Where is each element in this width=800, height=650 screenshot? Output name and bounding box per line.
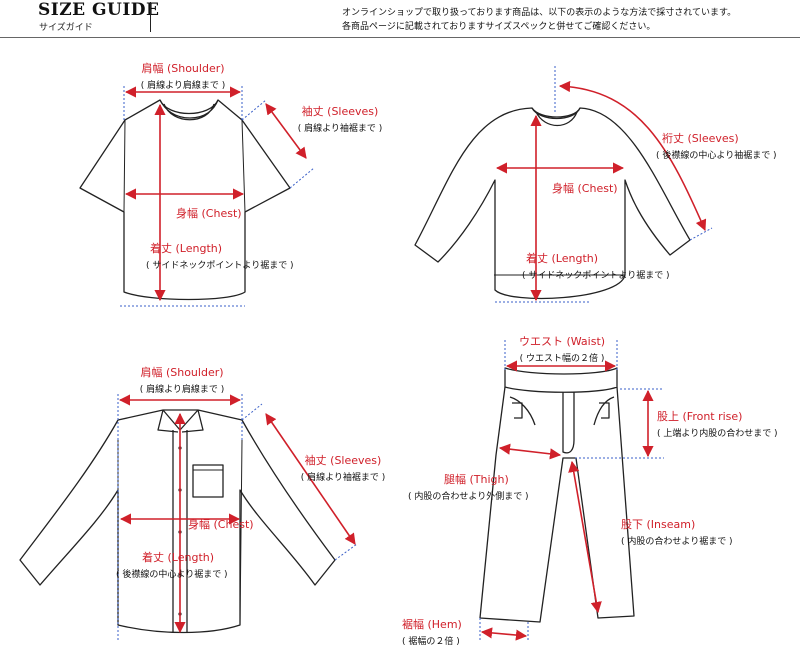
page-title: SIZE GUIDE <box>38 0 160 20</box>
pants-waist-desc: ( ウエスト幅の２倍 ) <box>519 354 605 364</box>
tshirt-figure <box>79 99 291 301</box>
sweat-sleeve-arrow <box>558 80 707 232</box>
tshirt-sleeves-desc: ( 肩線より袖裾まで ) <box>297 124 383 134</box>
shirt-guides <box>117 394 358 640</box>
pants-hem-text: 裾幅 (Hem) <box>402 618 462 631</box>
pants-guides <box>479 340 664 640</box>
pants-figure <box>479 367 635 623</box>
tshirt-outline <box>79 99 291 301</box>
sweat-chest-text: 身幅 (Chest) <box>552 182 618 195</box>
sweat-arrows <box>495 80 707 302</box>
pants-hem-arrow <box>480 627 528 641</box>
pants-inseam-text: 股下 (Inseam) <box>621 518 696 531</box>
sweat-length-desc: ( サイドネックポイントより裾まで ) <box>522 271 670 281</box>
shirt-outline <box>19 409 336 634</box>
sweat-sleeves-desc: ( 後襟線の中心より袖裾まで ) <box>656 151 777 161</box>
tshirt-chest-text: 身幅 (Chest) <box>176 207 242 220</box>
sweat-collar <box>531 107 581 126</box>
pants-rise-desc: ( 上端より内股の合わせまで ) <box>657 429 778 439</box>
pants-pocket-left <box>509 396 536 426</box>
shirt-figure <box>19 409 336 634</box>
shirt-sleeves-text: 袖丈 (Sleeves) <box>304 454 382 467</box>
tshirt-shoulder-text: 肩幅 (Shoulder) <box>141 62 225 75</box>
shirt-length-desc: ( 後襟線の中心より裾まで ) <box>116 570 228 580</box>
shirt-length-label: 着丈 (Length) ( 後襟線の中心より裾まで ) <box>116 549 228 580</box>
shirt-placket <box>172 430 188 632</box>
pants-thigh-label: 腿幅 (Thigh) ( 内股の合わせより外側まで ) <box>408 471 529 502</box>
pants-thigh-arrow <box>498 443 562 460</box>
shirt-sleeve-arrow <box>265 413 356 545</box>
shirt-shoulder-desc: ( 肩線より肩線まで ) <box>139 385 225 395</box>
sweat-length-text: 着丈 (Length) <box>526 252 599 265</box>
page-subtitle: サイズガイド <box>39 23 93 33</box>
sweat-length-label: 着丈 (Length) ( サイドネックポイントより裾まで ) <box>522 250 670 281</box>
sweat-sleeves-text: 裄丈 (Sleeves) <box>662 132 739 145</box>
header: SIZE GUIDE サイズガイド オンラインショップで取り扱っております商品は… <box>0 0 800 38</box>
pants-inseam-desc: ( 内股の合わせより裾まで ) <box>621 537 733 547</box>
pants-arrows <box>480 360 654 641</box>
shirt-sleeves-desc: ( 肩線より袖裾まで ) <box>300 473 386 483</box>
pants-rise-text: 股上 (Front rise) <box>657 410 743 423</box>
pants-inseam-label: 股下 (Inseam) ( 内股の合わせより裾まで ) <box>621 516 733 547</box>
header-divider <box>150 2 151 32</box>
header-rule <box>0 37 800 38</box>
shirt-pocket <box>192 464 224 498</box>
shirt-chest-text: 身幅 (Chest) <box>188 518 254 531</box>
sweat-sleeves-label: 裄丈 (Sleeves) ( 後襟線の中心より袖裾まで ) <box>656 130 777 161</box>
shirt-length-text: 着丈 (Length) <box>142 551 215 564</box>
shirt-chest-label: 身幅 (Chest) <box>188 516 254 532</box>
pants-rise-label: 股上 (Front rise) ( 上端より内股の合わせまで ) <box>657 408 778 439</box>
tshirt-length-text: 着丈 (Length) <box>150 242 223 255</box>
shirt-shoulder-label: 肩幅 (Shoulder) ( 肩線より肩線まで ) <box>140 364 225 395</box>
shirt-sleeves-label: 袖丈 (Sleeves) ( 肩線より袖裾まで ) <box>301 452 386 483</box>
sweat-chest-label: 身幅 (Chest) <box>552 180 618 196</box>
header-note-line1: オンラインショップで取り扱っております商品は、以下の表示のような方法で採寸されて… <box>342 8 737 18</box>
shirt-shoulder-text: 肩幅 (Shoulder) <box>140 366 224 379</box>
pants-hem-label: 裾幅 (Hem) ( 裾幅の２倍 ) <box>402 616 462 647</box>
pants-fly <box>562 392 575 454</box>
pants-pocket-right <box>593 396 615 426</box>
pants-thigh-text: 腿幅 (Thigh) <box>444 473 509 486</box>
header-note-line2: 各商品ページに記載されておりますサイズスペックと併せてご確認ください。 <box>342 22 656 32</box>
tshirt-arrows <box>124 86 307 302</box>
pants-waistband <box>504 367 618 393</box>
tshirt-sleeve-arrow <box>265 103 307 159</box>
pants-waist-label: ウエスト (Waist) ( ウエスト幅の２倍 ) <box>519 333 605 364</box>
tshirt-length-label: 着丈 (Length) ( サイドネックポイントより裾まで ) <box>146 240 294 271</box>
tshirt-collar <box>159 99 219 121</box>
pants-outline <box>479 386 635 623</box>
tshirt-sleeves-label: 袖丈 (Sleeves) ( 肩線より袖裾まで ) <box>298 103 383 134</box>
pants-hem-desc: ( 裾幅の２倍 ) <box>402 637 460 647</box>
tshirt-length-desc: ( サイドネックポイントより裾まで ) <box>146 261 294 271</box>
pants-waist-text: ウエスト (Waist) <box>518 335 606 348</box>
pants-thigh-desc: ( 内股の合わせより外側まで ) <box>408 492 529 502</box>
tshirt-sleeves-text: 袖丈 (Sleeves) <box>301 105 379 118</box>
tshirt-guides <box>120 86 315 307</box>
tshirt-chest-label: 身幅 (Chest) <box>176 205 242 221</box>
sweat-guides <box>495 66 713 303</box>
shirt-arrows <box>118 394 356 634</box>
tshirt-shoulder-desc: ( 肩線より肩線まで ) <box>140 81 226 91</box>
pants-inseam-arrow <box>568 460 602 614</box>
tshirt-shoulder-label: 肩幅 (Shoulder) ( 肩線より肩線まで ) <box>141 60 226 91</box>
